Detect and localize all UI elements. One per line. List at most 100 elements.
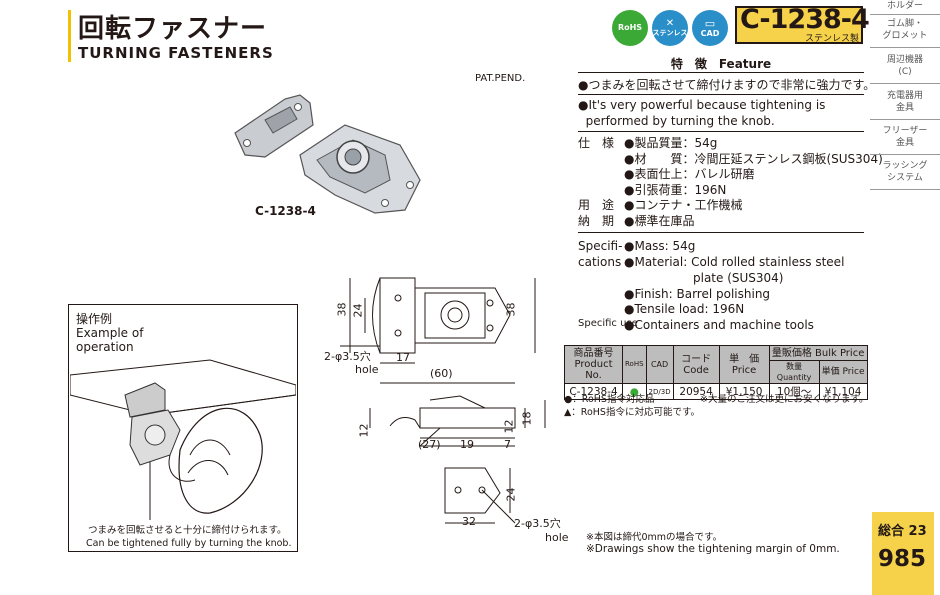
- sidebar-separator: [870, 119, 940, 120]
- sidebar-separator: [870, 189, 940, 190]
- dim-width-17: 17: [396, 351, 410, 364]
- use-label-en: Specific use: [578, 318, 638, 329]
- cell-qty: 10個～: [768, 383, 820, 400]
- fastener-mounted-icon: [124, 382, 181, 466]
- operation-caption-en: Can be tightened fully by turning the kn…: [86, 538, 292, 549]
- spec-mass-en: ●Mass: 54g: [624, 239, 696, 253]
- spec-item-finish-jp: ●表面仕上：バレル研磨: [624, 167, 755, 181]
- side-view-drawing: [369, 395, 546, 447]
- feature-en-1: ●It's very powerful because tightening i…: [578, 98, 826, 112]
- use-label-jp: 用 途: [578, 198, 615, 212]
- rohs-badge-icon: RoHS: [612, 10, 648, 46]
- spec-divider: [578, 131, 864, 132]
- feature-divider: [578, 94, 864, 95]
- material-tag: ステンレス製: [805, 34, 860, 44]
- use-jp: ●コンテナ・工作機械: [624, 198, 743, 212]
- spec-item-material-jp: ●材 質：冷間圧延ステンレス鋼板(SUS304): [624, 152, 883, 166]
- spec-label-jp: 仕 様: [578, 136, 615, 150]
- sidebar-item-charger[interactable]: 充電器用 金具: [886, 91, 923, 113]
- table-row: C-1238-4 ● 2D/3D 20954 ¥1,150 10個～ ¥1,10…: [564, 383, 868, 400]
- delivery-label-jp: 納 期: [578, 214, 615, 228]
- legend-rohs-can: ▲：RoHS指令に対応可能です。: [564, 407, 701, 418]
- dim-hole-1: 2-φ3.5穴: [324, 350, 371, 363]
- sidebar-separator: [870, 14, 940, 15]
- dim-height-38-left: 38: [335, 302, 349, 317]
- cell-code: 20954: [672, 383, 720, 400]
- product-code-box: [735, 6, 863, 44]
- sidebar-item-lashing[interactable]: ラッシング システム: [882, 161, 928, 183]
- note-jp: ※本図は締代0mmの場合です。: [586, 532, 723, 543]
- hand-icon: [178, 407, 263, 514]
- dim-height-24: 24: [351, 303, 365, 318]
- feature-jp: ●つまみを回転させて締付けますので非常に強力です。: [578, 78, 876, 92]
- spec-label-en-2: cations: [578, 255, 622, 269]
- sidebar-separator: [870, 154, 940, 155]
- dim-height-38-right: 38: [504, 302, 518, 317]
- delivery-jp: ●標準在庫品: [624, 214, 695, 228]
- bulk-note: ※大量のご注文は更にお安くなります。: [700, 394, 869, 405]
- spec-en-divider: [578, 232, 864, 233]
- dim-width-7: 7: [504, 438, 511, 451]
- cell-unit: ¥1,104: [818, 383, 868, 400]
- dim-width-19: 19: [460, 438, 474, 451]
- spec-item-mass-jp: ●製品質量：54g: [624, 136, 718, 150]
- spec-material-en-1: ●Material: Cold rolled stainless steel: [624, 255, 845, 269]
- page-title-jp: 回転ファスナー: [78, 14, 268, 44]
- page-number: 985: [878, 546, 927, 572]
- page-title-en: TURNING FASTENERS: [78, 44, 274, 62]
- cell-product: C-1238-4: [564, 383, 623, 400]
- cad-badge-icon: ▭CAD: [692, 10, 728, 46]
- feature-heading: 特 徴 Feature: [578, 55, 864, 73]
- operation-title-en-1: Example of: [76, 326, 144, 340]
- dim-height-12-left: 12: [357, 423, 371, 438]
- operation-title-en-2: operation: [76, 340, 134, 354]
- dim-height-12-right: 12: [502, 419, 516, 434]
- fastener-body-icon: [299, 124, 421, 214]
- dim-height-18: 18: [520, 411, 534, 426]
- dim-height-24b: 24: [504, 487, 518, 502]
- sidebar-item-peripherals[interactable]: 周辺機器 (C): [886, 55, 923, 77]
- page-label: 総合 23: [878, 524, 927, 539]
- dim-width-32: 32: [462, 515, 476, 528]
- note-en: ※Drawings show the tightening margin of …: [586, 543, 840, 555]
- spec-item-tensile-jp: ●引張荷重：196N: [624, 183, 727, 197]
- operation-example-box: [68, 304, 298, 552]
- feature-en-2: performed by turning the knob.: [578, 114, 775, 128]
- sidebar-item-rubber-feet[interactable]: ゴム脚・ グロメット: [882, 19, 928, 41]
- latch-plate-icon: [234, 94, 314, 158]
- th-bulk: 量販価格 Bulk Price: [768, 345, 868, 361]
- th-qty: 数量 Quantity: [768, 360, 820, 384]
- dim-width-60: (60): [430, 367, 453, 380]
- patent-pending: PAT.PEND.: [475, 73, 526, 84]
- bottom-view-drawing: [444, 467, 516, 524]
- legend-rohs-ok: ●：RoHS指令対応品: [564, 394, 655, 405]
- use-en: ●Containers and machine tools: [624, 318, 814, 332]
- th-rohs: RoHS: [622, 345, 647, 384]
- operation-caption-jp: つまみを回転させると十分に締付けられます。: [88, 525, 287, 536]
- top-view-drawing: [340, 277, 536, 384]
- th-unit: 単価 Price: [818, 360, 868, 384]
- sidebar-item-holder[interactable]: ホルダー: [886, 1, 923, 11]
- spec-material-en-2: plate (SUS304): [693, 271, 784, 285]
- photo-label: C-1238-4: [255, 204, 316, 218]
- dim-hole-1-en: hole: [355, 363, 379, 376]
- page-tab: [872, 512, 934, 595]
- product-code: C-1238-4: [740, 4, 870, 35]
- sidebar-separator: [870, 83, 940, 84]
- spec-finish-en: ●Finish: Barrel polishing: [624, 287, 771, 301]
- cell-cad: 2D/3D: [645, 383, 674, 400]
- title-accent-bar: [68, 10, 71, 62]
- product-photo: [234, 94, 421, 214]
- spec-tensile-en: ●Tensile load: 196N: [624, 302, 745, 316]
- operation-title-jp: 操作例: [76, 312, 113, 326]
- dim-hole-2: 2-φ3.5穴: [514, 517, 561, 530]
- spec-label-en-1: Specifi-: [578, 239, 623, 253]
- sidebar-item-freezer[interactable]: フリーザー 金具: [882, 126, 928, 148]
- dim-width-27: (27): [418, 438, 441, 451]
- stainless-badge-icon: ✕ステンレス: [652, 10, 688, 46]
- cell-price: ¥1,150: [718, 383, 770, 400]
